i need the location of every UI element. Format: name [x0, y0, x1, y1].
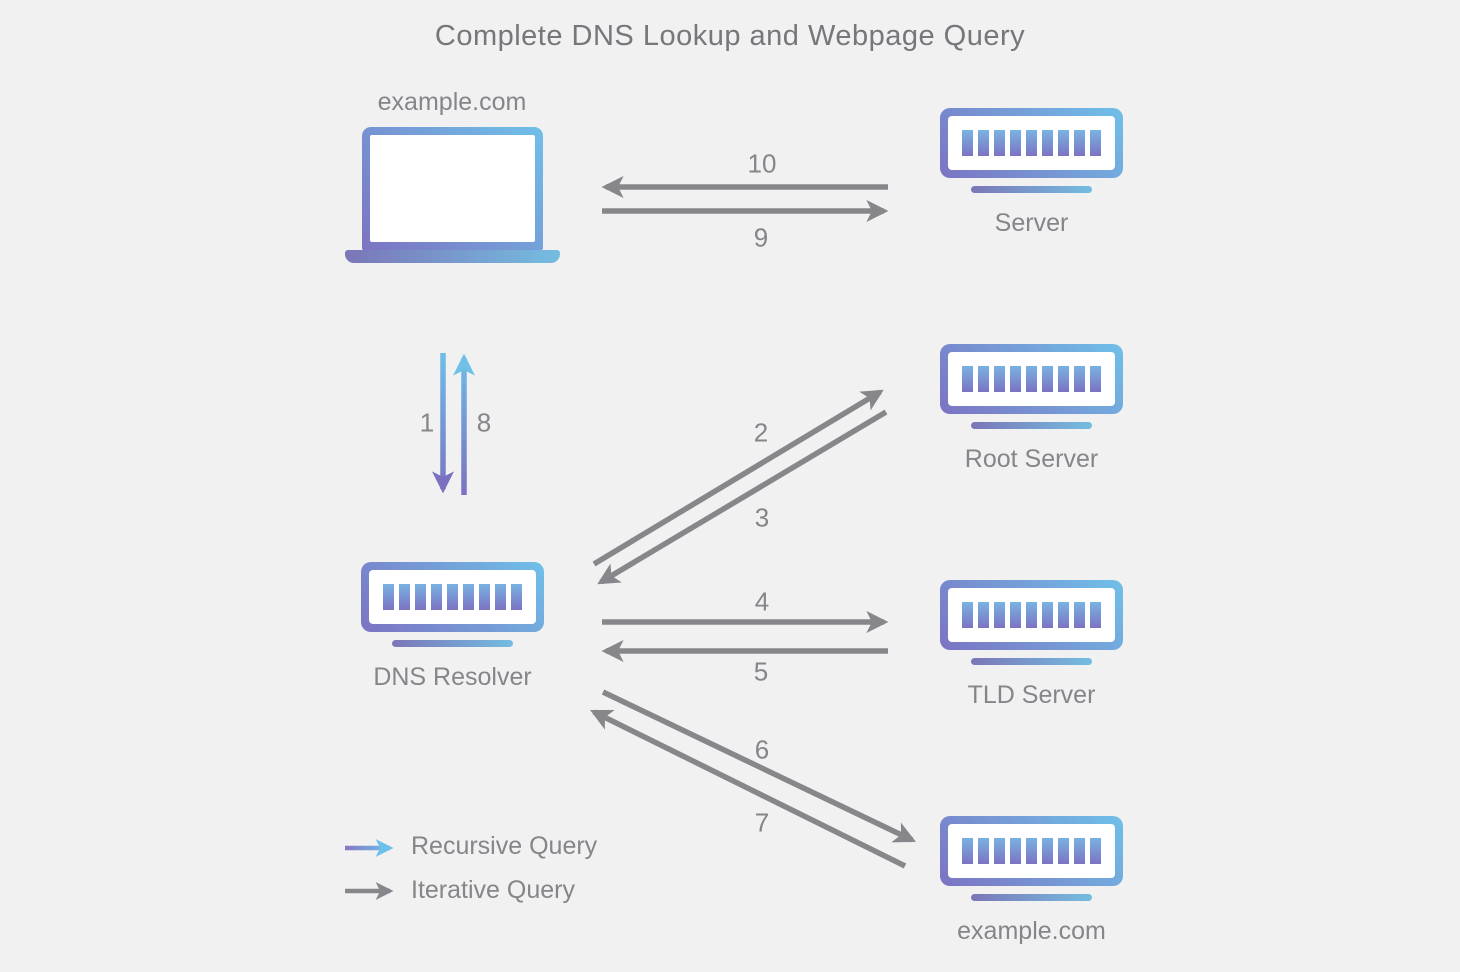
server-bars-icon: [962, 838, 1101, 864]
server-bars-icon: [962, 130, 1101, 156]
step-label-4: 4: [754, 586, 770, 617]
diagram-title: Complete DNS Lookup and Webpage Query: [434, 20, 1026, 52]
legend-recursive-label: Recursive Query: [411, 832, 598, 860]
root-server-node: Root Server: [940, 344, 1123, 474]
arrow-3-root-to-resolver: [597, 409, 888, 585]
arrow-7-authoritative-to-resolver: [590, 709, 907, 869]
server-bars-icon: [962, 602, 1101, 628]
arrow-2-resolver-to-root: [592, 389, 884, 567]
server-stand: [971, 186, 1092, 193]
server-stand: [971, 658, 1092, 665]
server-icon: [940, 344, 1123, 429]
client-label: example.com: [377, 88, 527, 116]
step-label-6: 6: [754, 734, 770, 765]
server-bars-icon: [962, 366, 1101, 392]
step-label-10: 10: [747, 148, 777, 179]
legend-iterative-label: Iterative Query: [411, 876, 575, 904]
step-label-8: 8: [476, 407, 492, 438]
dns-resolver-label: DNS Resolver: [373, 663, 532, 691]
server-stand: [971, 422, 1092, 429]
server-icon: [361, 562, 544, 647]
server-icon: [940, 816, 1123, 901]
laptop-screen-area: [370, 135, 535, 242]
tld-server-node: TLD Server: [940, 580, 1123, 710]
step-label-7: 7: [754, 807, 770, 838]
web-server-node: Server: [940, 108, 1123, 238]
laptop-base: [345, 250, 560, 263]
dns-resolver-node: DNS Resolver: [361, 562, 544, 692]
root-server-label: Root Server: [964, 445, 1099, 473]
server-bars-icon: [383, 584, 522, 610]
laptop-screen: [362, 127, 543, 250]
server-stand: [971, 894, 1092, 901]
step-label-1: 1: [419, 407, 435, 438]
authoritative-server-node: example.com: [940, 816, 1123, 946]
server-stand: [392, 640, 513, 647]
server-icon: [940, 108, 1123, 193]
tld-server-label: TLD Server: [967, 681, 1096, 709]
step-label-3: 3: [754, 502, 770, 533]
step-label-5: 5: [753, 656, 769, 687]
authoritative-server-label: example.com: [957, 917, 1106, 945]
web-server-label: Server: [994, 209, 1069, 237]
step-label-9: 9: [753, 222, 769, 253]
step-label-2: 2: [753, 417, 769, 448]
server-icon: [940, 580, 1123, 665]
